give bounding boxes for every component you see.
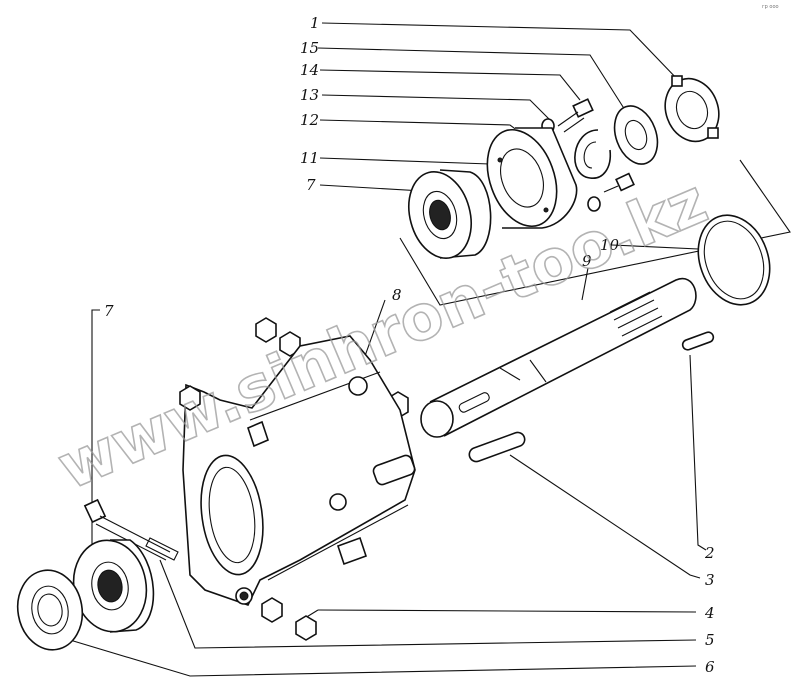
part-3-key-long [468, 431, 526, 463]
callout-8: 8 [392, 286, 402, 304]
callout-2: 2 [704, 544, 715, 562]
callout-15: 15 [300, 39, 319, 57]
callout-7-lower: 7 [104, 302, 114, 320]
part-2-key-small [681, 331, 715, 351]
part-10-circlip [697, 214, 771, 306]
callout-labels: 1 15 14 13 12 11 7 8 9 10 7 2 3 4 5 6 [104, 14, 715, 676]
callout-6: 6 [705, 658, 715, 676]
callout-3: 3 [705, 571, 715, 589]
callout-10: 10 [600, 236, 620, 254]
callout-4: 4 [704, 604, 715, 622]
callout-13: 13 [300, 86, 319, 104]
callout-11: 11 [300, 149, 319, 167]
housing [179, 335, 416, 606]
corner-mark: гр ооо [762, 4, 779, 10]
callout-7-upper: 7 [306, 176, 316, 194]
part-15-tab-washer [613, 105, 659, 165]
part-14-bolts [557, 98, 635, 193]
callout-1: 1 [310, 14, 320, 32]
part-11-bearing-cover [486, 127, 578, 229]
callout-12: 12 [300, 111, 319, 129]
part-4-nuts [261, 597, 317, 641]
part-9-shaft [420, 277, 697, 438]
part-13-split-ring [574, 129, 612, 179]
leader-lines [69, 22, 791, 677]
callout-9: 9 [582, 252, 592, 270]
part-5-long-bolt [83, 498, 179, 561]
part-1-slotted-nut [664, 75, 720, 143]
part-6-seal-ring [16, 569, 84, 651]
callout-5: 5 [705, 631, 715, 649]
callout-14: 14 [300, 61, 319, 79]
part-7-bearing-upper [408, 169, 492, 260]
